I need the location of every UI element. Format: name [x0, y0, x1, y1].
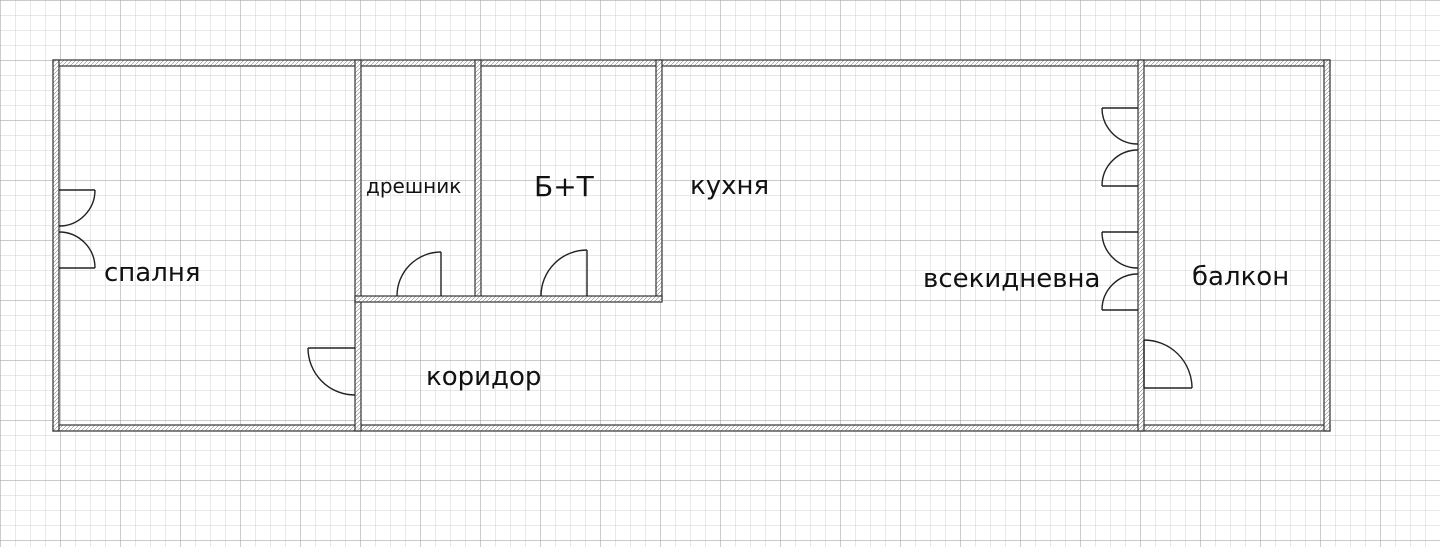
- wall-wardrobe-east: [474, 59, 482, 301]
- wall-right: [1323, 59, 1331, 432]
- wall-corridor-north: [354, 295, 663, 303]
- room-label-living: всекидневна: [923, 264, 1100, 294]
- wall-balcony-west: [1137, 59, 1145, 432]
- room-label-corridor: коридор: [426, 362, 541, 392]
- door-living-balcony-1: [1101, 107, 1139, 145]
- doors: [58, 107, 1193, 396]
- wall-bath-east: [655, 59, 663, 301]
- wall-left: [52, 59, 60, 432]
- door-living-balcony-3: [1101, 231, 1139, 269]
- door-living-balcony-4: [1101, 273, 1139, 311]
- wall-bedroom-east: [354, 59, 362, 432]
- room-labels: спалня дрешник Б+Т кухня всекидневна бал…: [104, 170, 1289, 392]
- door-bedroom-west: [58, 189, 96, 269]
- room-label-kitchen: кухня: [690, 171, 769, 201]
- room-label-balcony: балкон: [1192, 262, 1289, 292]
- walls: [52, 59, 1331, 432]
- door-balcony: [1143, 339, 1193, 389]
- room-label-bedroom: спалня: [104, 258, 200, 288]
- door-living-balcony-2: [1101, 149, 1139, 187]
- door-bedroom-corridor: [307, 347, 356, 396]
- room-label-bath: Б+Т: [534, 170, 595, 203]
- door-wardrobe: [396, 251, 442, 297]
- door-bath: [540, 249, 588, 297]
- room-label-wardrobe: дрешник: [366, 174, 461, 198]
